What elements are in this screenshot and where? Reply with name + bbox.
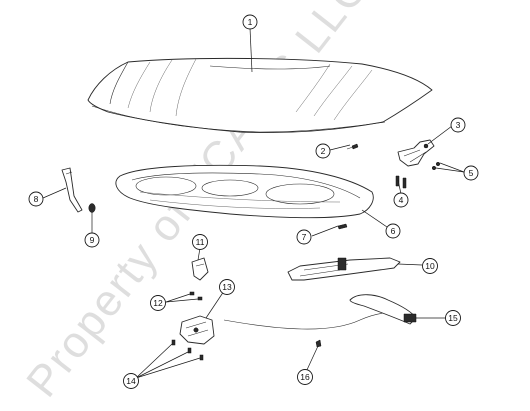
- callout-11: 11: [192, 234, 208, 250]
- callout-5: 5: [463, 165, 479, 181]
- callout-6: 6: [385, 223, 401, 239]
- callout-2: 2: [315, 143, 331, 159]
- callout-6-label: 6: [391, 226, 396, 236]
- callout-15-label: 15: [448, 313, 458, 323]
- hood-latch: [179, 315, 215, 345]
- hood-inner-panel: [115, 164, 374, 219]
- callout-4: 4: [393, 192, 409, 208]
- callout-10-label: 10: [425, 261, 435, 271]
- callout-10: 10: [422, 258, 438, 274]
- callout-8: 8: [28, 191, 44, 207]
- callout-11-label: 11: [196, 237, 205, 247]
- callout-5-label: 5: [469, 168, 474, 178]
- callout-13: 13: [219, 279, 235, 295]
- clip-part-7: [337, 223, 348, 230]
- prop-bracket: [61, 167, 83, 213]
- hood-panel: [87, 57, 433, 133]
- callout-16-label: 16: [300, 372, 310, 382]
- safety-catch: [191, 257, 209, 281]
- release-handle: [287, 257, 401, 281]
- hood-bumper: [88, 203, 96, 213]
- callout-16: 16: [297, 369, 313, 385]
- callout-14: 14: [123, 373, 139, 389]
- callout-3-label: 3: [456, 120, 461, 130]
- release-cable: [223, 294, 417, 330]
- callout-13-label: 13: [222, 282, 232, 292]
- hinge-nuts: [431, 161, 441, 171]
- latch-bolts: [171, 339, 204, 361]
- callout-3: 3: [450, 117, 466, 133]
- callout-7: 7: [296, 229, 312, 245]
- callout-7-label: 7: [302, 232, 307, 242]
- callout-14-label: 14: [126, 376, 136, 386]
- callout-2-label: 2: [321, 146, 326, 156]
- callout-8-label: 8: [34, 194, 39, 204]
- callout-9-label: 9: [90, 235, 95, 245]
- callout-9: 9: [84, 232, 100, 248]
- screw-part-2: [346, 143, 359, 150]
- callout-12: 12: [150, 295, 166, 311]
- hood-hinge: [397, 139, 435, 167]
- callout-15: 15: [445, 310, 461, 326]
- hinge-bolts: [395, 175, 407, 189]
- callout-12-label: 12: [153, 298, 163, 308]
- cable-clip: [315, 339, 322, 348]
- callout-4-label: 4: [399, 195, 404, 205]
- catch-fasteners: [189, 291, 203, 301]
- callout-1-label: 1: [248, 17, 253, 27]
- callout-1: 1: [242, 14, 258, 30]
